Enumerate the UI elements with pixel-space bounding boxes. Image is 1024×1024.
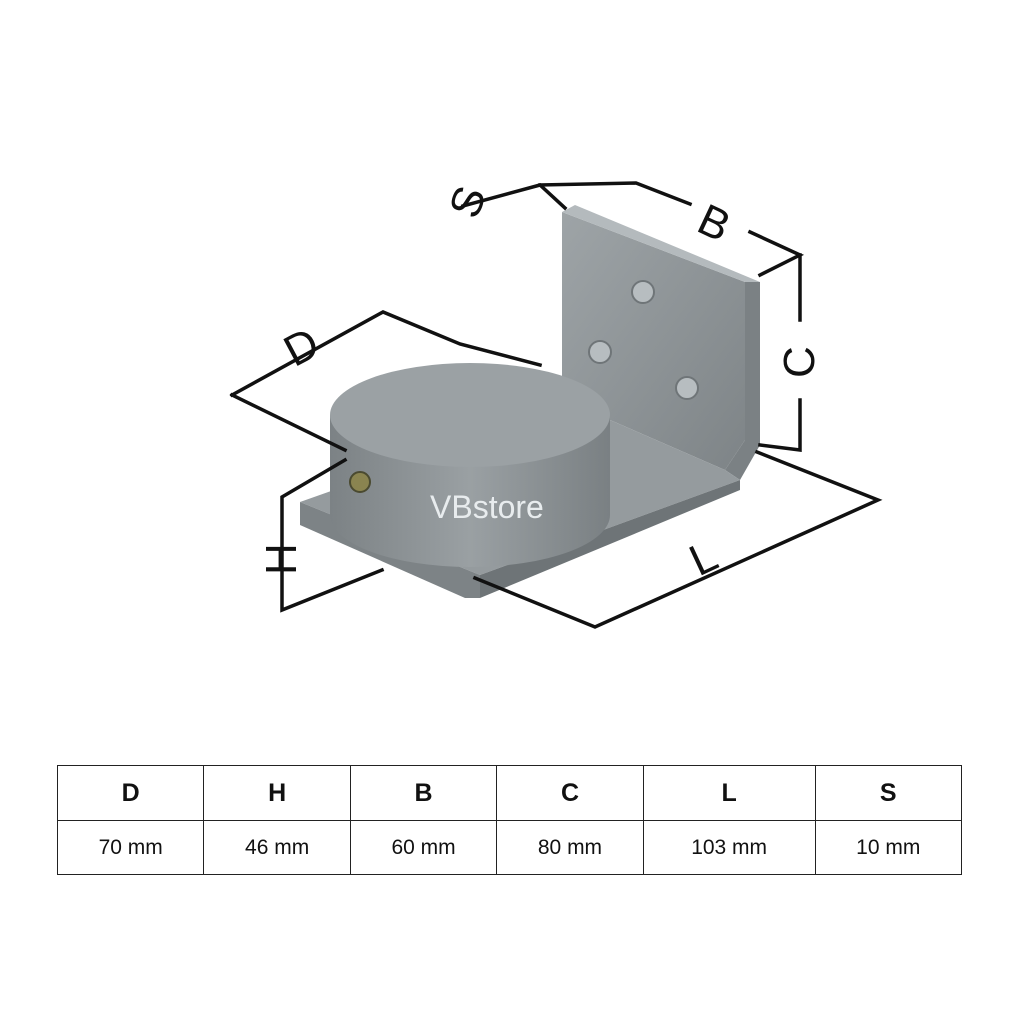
header-b: B <box>349 765 498 821</box>
dimensions-table: D H B C L S 70 mm 46 mm 60 mm 80 mm 103 … <box>56 765 963 875</box>
bracket-body <box>300 205 760 598</box>
vertical-plate <box>562 212 745 470</box>
table-row: 70 mm 46 mm 60 mm 80 mm 103 mm 10 mm <box>56 820 963 875</box>
value-d: 70 mm <box>56 820 205 875</box>
value-b: 60 mm <box>349 820 498 875</box>
header-c: C <box>496 765 644 821</box>
header-h: H <box>203 765 351 821</box>
vertical-plate-edge <box>725 282 760 480</box>
value-l: 103 mm <box>642 820 816 875</box>
header-s: S <box>814 765 963 821</box>
header-d: D <box>56 765 205 821</box>
grease-nipple <box>349 471 371 493</box>
watermark: VBstore <box>430 489 544 525</box>
screw-hole <box>588 340 612 364</box>
dim-label-s: S <box>440 180 496 224</box>
dim-label-l: L <box>682 531 725 586</box>
dim-label-c: C <box>775 346 824 378</box>
value-s: 10 mm <box>814 820 963 875</box>
screw-hole <box>675 376 699 400</box>
header-l: L <box>642 765 816 821</box>
dim-label-b: B <box>690 195 737 252</box>
value-c: 80 mm <box>496 820 644 875</box>
screw-hole <box>631 280 655 304</box>
value-h: 46 mm <box>203 820 351 875</box>
table-header-row: D H B C L S <box>56 765 963 821</box>
cylinder-top <box>330 363 610 467</box>
dimension-lines <box>229 181 883 629</box>
dim-label-h: H <box>257 543 306 575</box>
